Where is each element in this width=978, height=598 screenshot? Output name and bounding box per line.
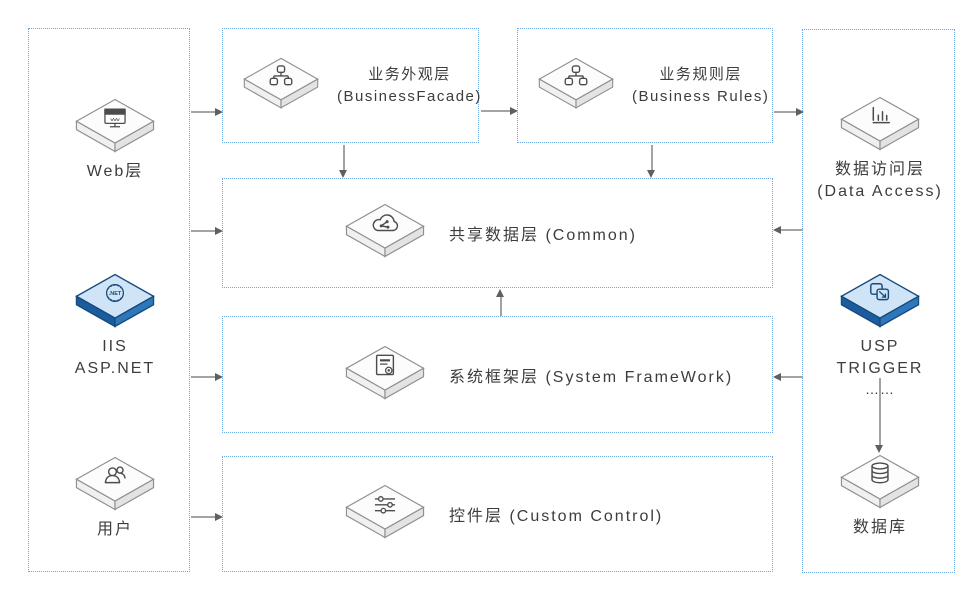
custom-control-box: 控件层 (Custom Control) (222, 456, 773, 572)
aspnet-label: ASP.NET (74, 359, 156, 377)
data-access-title: 数据访问层 (834, 161, 925, 178)
iis-label: IIS (102, 338, 128, 355)
trigger-label: TRIGGER (836, 359, 924, 377)
business-facade-box: 业务外观层 (BusinessFacade) (222, 28, 482, 143)
cloud-share-icon (343, 202, 427, 264)
business-facade-subtitle: (BusinessFacade) (337, 87, 482, 105)
database-cylinder-icon (838, 453, 922, 515)
transfer-squares-icon (838, 272, 922, 334)
business-facade-title: 业务外观层 (368, 65, 451, 83)
business-rules-box: 业务规则层 (Business Rules) (517, 28, 773, 143)
system-framework-box: 系统框架层 (System FrameWork) (222, 316, 773, 433)
bar-chart-icon (838, 95, 922, 157)
common-layer-label: 共享数据层 (Common) (449, 227, 638, 244)
sitemap-icon (241, 56, 321, 115)
svg-text:.NET: .NET (109, 291, 122, 297)
common-layer-box: 共享数据层 (Common) (222, 178, 773, 288)
browser-www-icon: www (73, 97, 157, 159)
system-framework-label: 系统框架层 (System FrameWork) (449, 368, 734, 386)
web-layer-label: Web层 (86, 163, 144, 180)
business-rules-subtitle: (Business Rules) (632, 87, 770, 105)
user-label: 用户 (96, 521, 133, 538)
dotnet-globe-icon: .NET (73, 272, 157, 334)
database-label: 数据库 (852, 519, 907, 536)
web-layer-node: www Web层 (45, 97, 185, 183)
document-seal-icon (343, 344, 427, 406)
usp-label: USP (860, 338, 900, 355)
usp-trigger-node: USP TRIGGER …… (805, 272, 955, 398)
iis-aspnet-node: .NET IIS ASP.NET (45, 272, 185, 379)
person-icon (73, 455, 157, 517)
business-rules-title: 业务规则层 (659, 65, 742, 83)
user-node: 用户 (45, 455, 185, 541)
data-access-subtitle: (Data Access) (817, 182, 943, 200)
sitemap-icon (536, 56, 616, 115)
custom-control-label: 控件层 (Custom Control) (449, 508, 664, 525)
data-access-node: 数据访问层 (Data Access) (805, 95, 955, 202)
database-node: 数据库 (805, 453, 955, 539)
sliders-icon (343, 483, 427, 545)
svg-text:www: www (110, 117, 120, 123)
